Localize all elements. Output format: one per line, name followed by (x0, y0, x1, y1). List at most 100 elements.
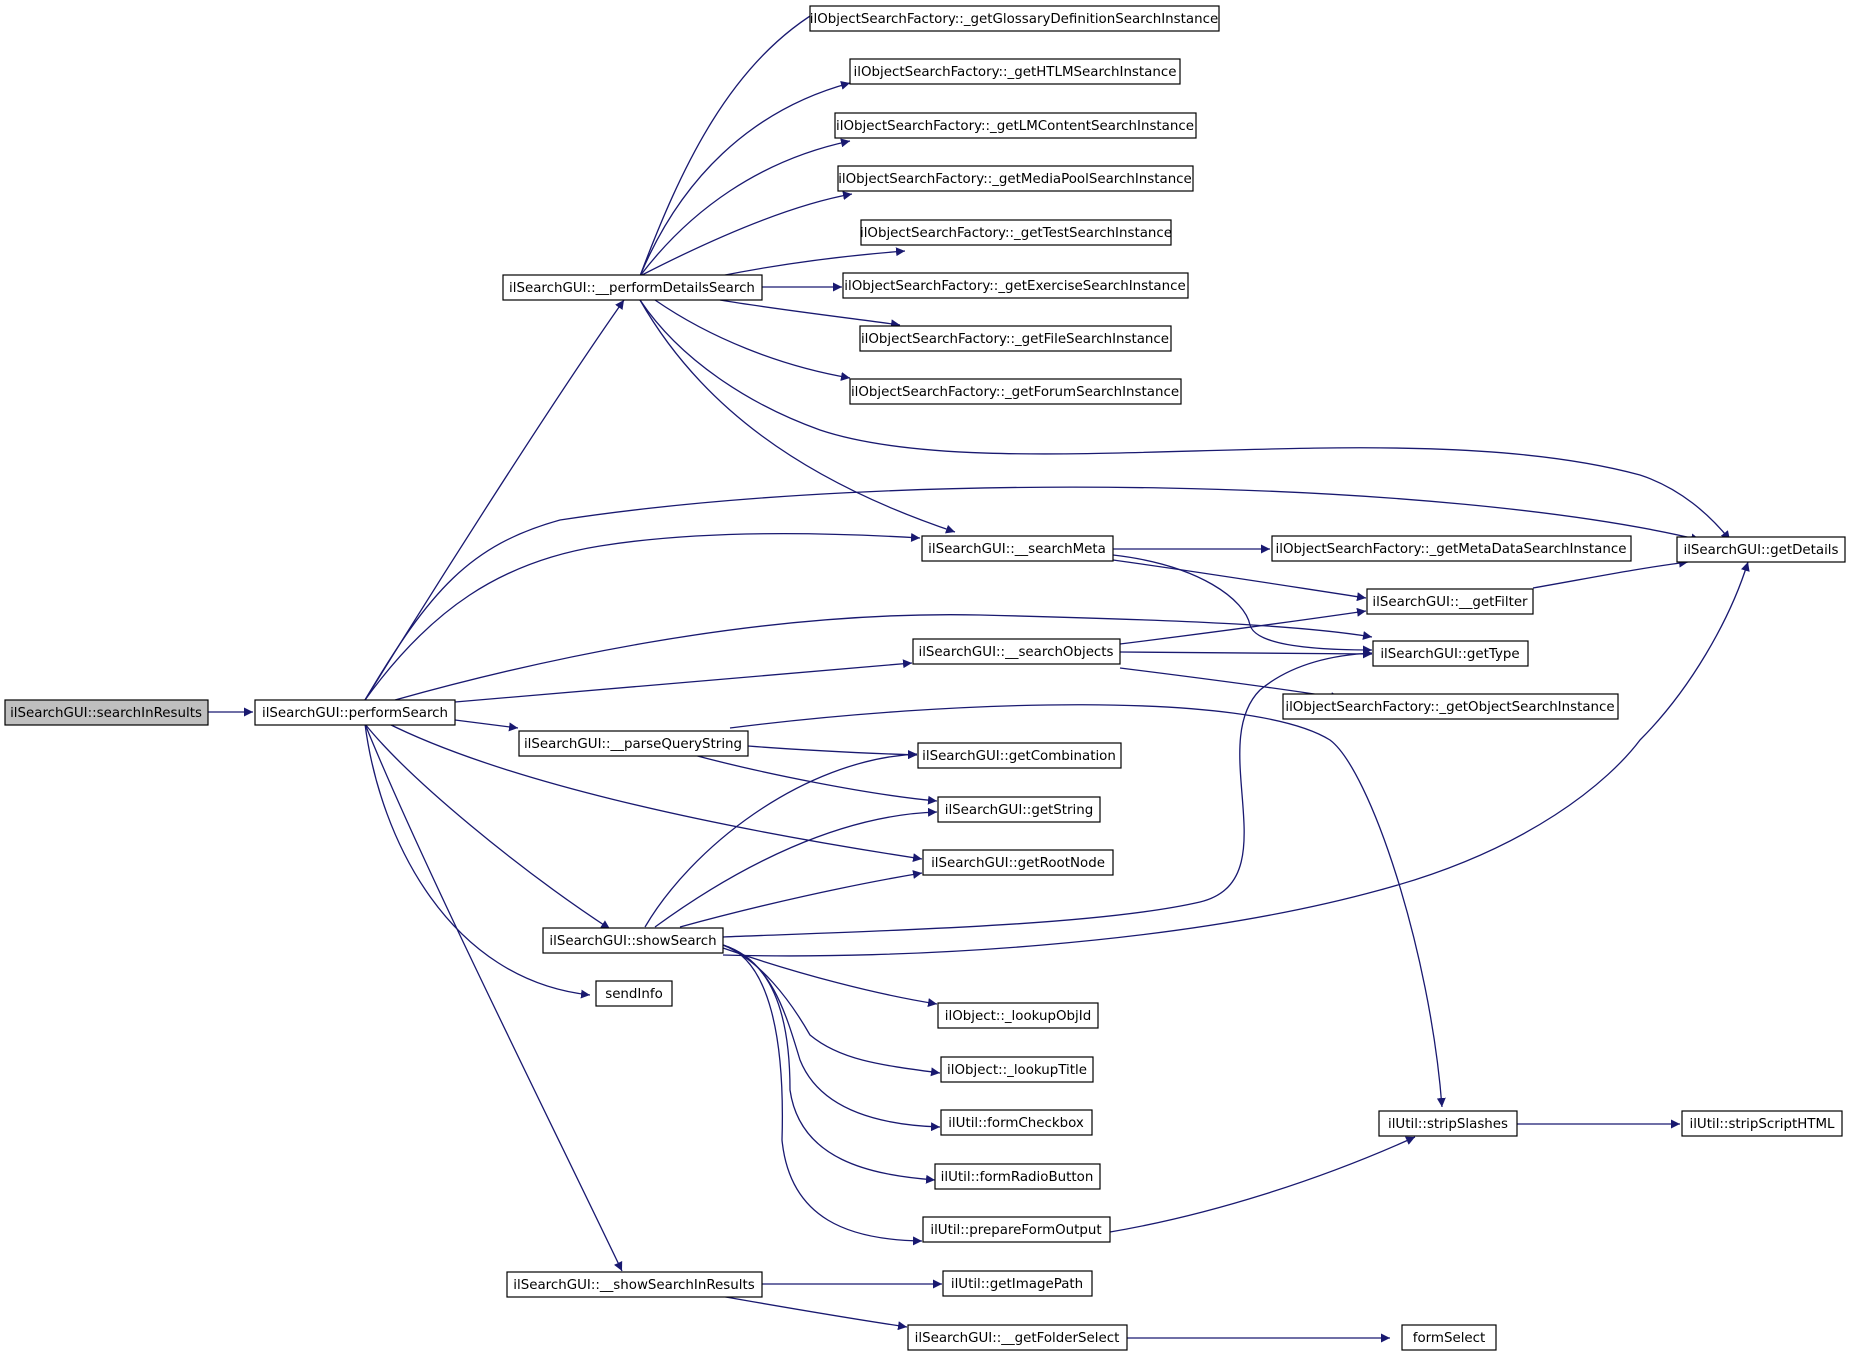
edge-parseQueryString-getCombination (747, 745, 918, 760)
edge-showSearch-formRadioButton (722, 944, 936, 1184)
edge-performDetailsSearch-getGlossary (639, 6, 826, 277)
node-search-meta[interactable]: ilSearchGUI::__searchMeta (921, 535, 1114, 562)
edge-showSearch-getCombination (644, 749, 918, 928)
edge-searchObjects-getFilter (1119, 607, 1367, 645)
edge-performSearch-parseQueryString (454, 719, 519, 732)
node-get-exercise-search-instance[interactable]: ilObjectSearchFactory::_getExerciseSearc… (842, 272, 1189, 299)
node-label: ilSearchGUI::performSearch (262, 706, 448, 721)
node-label: ilSearchGUI::getRootNode (931, 856, 1105, 871)
edge-performSearch-getDetails (364, 486, 1701, 701)
node-layer: ilSearchGUI::searchInResults ilSearchGUI… (4, 5, 1846, 1351)
edge-layer (208, 6, 1750, 1343)
edge-performDetailsSearch-getLMContent (639, 138, 851, 277)
edge-performSearch-showSearchInResults (364, 723, 623, 1272)
node-label: ilSearchGUI::__searchObjects (918, 645, 1113, 660)
node-label: sendInfo (605, 987, 663, 1002)
node-strip-slashes[interactable]: ilUtil::stripSlashes (1378, 1110, 1518, 1137)
node-get-lm-content-search-instance[interactable]: ilObjectSearchFactory::_getLMContentSear… (834, 112, 1197, 139)
node-form-select[interactable]: formSelect (1401, 1324, 1497, 1351)
node-search-in-results[interactable]: ilSearchGUI::searchInResults (4, 699, 209, 726)
node-perform-search[interactable]: ilSearchGUI::performSearch (254, 699, 456, 726)
edge-performSearch-searchMeta (364, 532, 921, 701)
node-label: ilUtil::getImagePath (951, 1277, 1083, 1292)
node-perform-details-search[interactable]: ilSearchGUI::__performDetailsSearch (502, 274, 763, 301)
edge-performDetailsSearch-getTest (719, 247, 906, 277)
node-get-image-path[interactable]: ilUtil::getImagePath (942, 1270, 1093, 1297)
node-search-objects[interactable]: ilSearchGUI::__searchObjects (912, 638, 1121, 665)
node-get-type[interactable]: ilSearchGUI::getType (1372, 640, 1529, 667)
node-label: formSelect (1413, 1331, 1486, 1346)
node-label: ilUtil::stripSlashes (1388, 1117, 1508, 1132)
node-get-glossary-definition-search-instance[interactable]: ilObjectSearchFactory::_getGlossaryDefin… (809, 5, 1220, 32)
node-lookup-obj-id[interactable]: ilObject::_lookupObjId (937, 1002, 1099, 1029)
edge-performSearch-sendInfo (364, 723, 591, 999)
edge-performDetailsSearch-getFile (719, 299, 901, 329)
node-form-radio-button[interactable]: ilUtil::formRadioButton (934, 1163, 1101, 1190)
node-label: ilSearchGUI::__getFilter (1372, 595, 1528, 610)
node-get-object-search-instance[interactable]: ilObjectSearchFactory::_getObjectSearchI… (1282, 693, 1619, 720)
node-get-meta-data-search-instance[interactable]: ilObjectSearchFactory::_getMetaDataSearc… (1271, 535, 1632, 562)
node-get-test-search-instance[interactable]: ilObjectSearchFactory::_getTestSearchIns… (860, 219, 1172, 246)
node-get-root-node[interactable]: ilSearchGUI::getRootNode (922, 849, 1114, 876)
node-label: ilSearchGUI::__performDetailsSearch (509, 281, 755, 296)
node-get-combination[interactable]: ilSearchGUI::getCombination (917, 742, 1122, 769)
edge-performDetailsSearch-getDetails (639, 299, 1731, 541)
node-get-forum-search-instance[interactable]: ilObjectSearchFactory::_getForumSearchIn… (849, 378, 1182, 405)
node-get-file-search-instance[interactable]: ilObjectSearchFactory::_getFileSearchIns… (859, 325, 1172, 352)
node-label: ilObjectSearchFactory::_getFileSearchIns… (861, 332, 1169, 347)
edge-performDetailsSearch-searchMeta (639, 299, 956, 534)
node-label: ilUtil::prepareFormOutput (930, 1223, 1101, 1238)
node-lookup-title[interactable]: ilObject::_lookupTitle (940, 1056, 1094, 1083)
node-label: ilSearchGUI::getType (1380, 647, 1519, 662)
node-label: ilObjectSearchFactory::_getObjectSearchI… (1285, 700, 1614, 715)
node-label: ilObject::_lookupObjId (945, 1009, 1091, 1024)
edge-searchMeta-getFilter (1112, 559, 1367, 602)
node-parse-query-string[interactable]: ilSearchGUI::__parseQueryString (518, 730, 749, 757)
edge-showSearch-getType (722, 648, 1373, 938)
node-label: ilSearchGUI::__showSearchInResults (513, 1278, 754, 1293)
node-get-filter[interactable]: ilSearchGUI::__getFilter (1366, 588, 1534, 615)
node-label: ilObjectSearchFactory::_getForumSearchIn… (851, 385, 1179, 400)
edge-showSearch-prepareFormOutput (722, 944, 923, 1246)
node-show-search-in-results[interactable]: ilSearchGUI::__showSearchInResults (506, 1271, 763, 1298)
node-get-media-pool-search-instance[interactable]: ilObjectSearchFactory::_getMediaPoolSear… (837, 165, 1194, 192)
edge-parseQueryString-getString (689, 753, 938, 805)
edge-performSearch-performDetailsSearch (364, 299, 625, 701)
node-label: ilUtil::formCheckbox (948, 1116, 1084, 1131)
node-label: ilSearchGUI::__searchMeta (928, 542, 1106, 557)
node-prepare-form-output[interactable]: ilUtil::prepareFormOutput (922, 1216, 1111, 1243)
node-get-htlm-search-instance[interactable]: ilObjectSearchFactory::_getHTLMSearchIns… (849, 58, 1181, 85)
node-label: ilObjectSearchFactory::_getLMContentSear… (836, 119, 1194, 134)
edge-performSearch-getType (394, 614, 1373, 701)
node-label: ilObjectSearchFactory::_getGlossaryDefin… (810, 12, 1218, 27)
edge-showSearch-getString (654, 807, 938, 928)
node-label: ilObjectSearchFactory::_getExerciseSearc… (844, 279, 1185, 294)
edge-prepareFormOutput-stripSlashes (1109, 1136, 1416, 1233)
edge-performSearch-getRootNode (384, 721, 923, 863)
node-label: ilObjectSearchFactory::_getTestSearchIns… (860, 226, 1172, 241)
node-label: ilSearchGUI::getString (945, 803, 1094, 818)
node-get-folder-select[interactable]: ilSearchGUI::__getFolderSelect (907, 1324, 1128, 1351)
edge-getFilter-getDetails (1532, 558, 1689, 589)
edge-searchObjects-getType (1119, 649, 1373, 659)
node-get-string[interactable]: ilSearchGUI::getString (937, 796, 1101, 823)
edge-showSearch-getDetails (722, 561, 1750, 957)
edge-showSearch-lookupObjId (722, 947, 938, 1008)
node-label: ilSearchGUI::getCombination (922, 749, 1116, 764)
node-label: ilSearchGUI::__getFolderSelect (915, 1331, 1120, 1346)
node-label: ilObjectSearchFactory::_getMetaDataSearc… (1276, 542, 1627, 557)
edge-performSearch-searchObjects (454, 659, 913, 703)
node-label: ilUtil::formRadioButton (941, 1170, 1094, 1185)
node-form-checkbox[interactable]: ilUtil::formCheckbox (940, 1109, 1093, 1136)
node-label: ilObjectSearchFactory::_getMediaPoolSear… (838, 172, 1192, 187)
edge-showSearchInResults-getFolderSelect (719, 1295, 908, 1331)
node-label: ilObject::_lookupTitle (947, 1063, 1087, 1078)
edge-showSearch-getRootNode (679, 870, 923, 928)
node-label: ilSearchGUI::__parseQueryString (524, 737, 742, 752)
node-show-search[interactable]: ilSearchGUI::showSearch (542, 927, 724, 954)
node-get-details[interactable]: ilSearchGUI::getDetails (1676, 536, 1846, 563)
node-send-info[interactable]: sendInfo (595, 980, 673, 1007)
node-strip-script-html[interactable]: ilUtil::stripScriptHTML (1681, 1110, 1843, 1137)
edge-performDetailsSearch-getHTLM (639, 81, 851, 277)
